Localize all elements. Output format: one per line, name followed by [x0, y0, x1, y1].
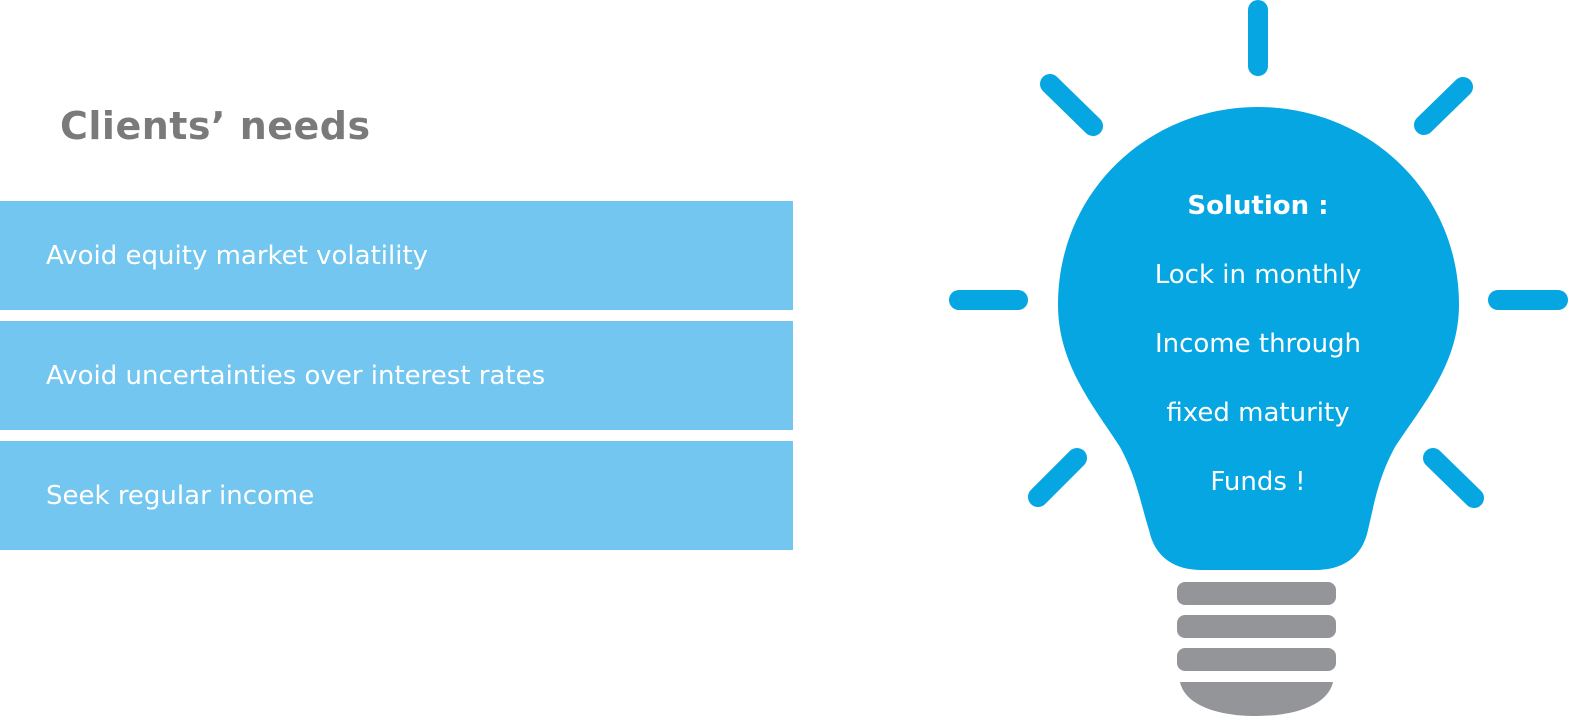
- need-item-label: Avoid equity market volatility: [46, 240, 429, 271]
- need-item-label: Avoid uncertainties over interest rates: [46, 360, 546, 391]
- solution-line: fixed maturity: [1166, 398, 1350, 428]
- bulb-glass: [1058, 107, 1459, 570]
- base-ring: [1177, 648, 1336, 671]
- needs-list: Avoid equity market volatility Avoid unc…: [0, 201, 793, 561]
- solution-text: Solution : Lock in monthly Income throug…: [1108, 180, 1408, 525]
- light-ray-icon: [1414, 77, 1473, 135]
- need-item-label: Seek regular income: [46, 480, 315, 511]
- base-ring: [1177, 582, 1336, 605]
- need-item: Avoid equity market volatility: [0, 201, 793, 310]
- light-ray-icon: [1040, 74, 1103, 136]
- base-cap: [1180, 682, 1333, 716]
- solution-title: Solution :: [1187, 191, 1329, 221]
- clients-needs-heading: Clients’ needs: [60, 104, 371, 148]
- light-ray-icon: [1423, 448, 1484, 508]
- solution-line: Income through: [1154, 329, 1362, 359]
- need-item: Seek regular income: [0, 441, 793, 550]
- base-ring: [1177, 615, 1336, 638]
- light-ray-icon: [1028, 448, 1087, 507]
- light-rays: [949, 0, 1568, 508]
- solution-line: Funds !: [1210, 467, 1306, 497]
- bulb-base: [1177, 582, 1336, 716]
- solution-line: Lock in monthly: [1154, 260, 1362, 290]
- need-item: Avoid uncertainties over interest rates: [0, 321, 793, 430]
